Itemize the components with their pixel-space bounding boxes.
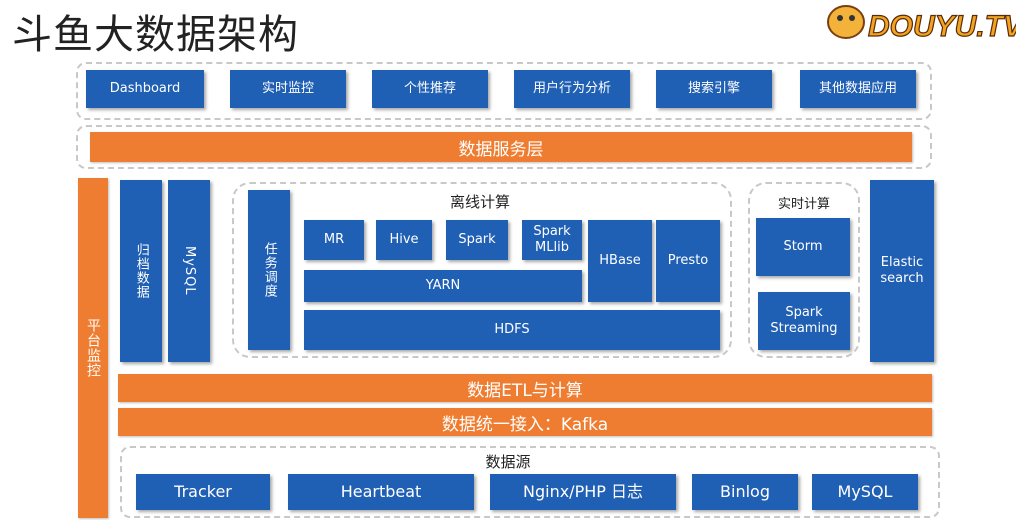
mr-box[interactable]: MR [304,220,364,260]
realtime-compute-frame [748,182,860,358]
offline-compute-title: 离线计算 [449,192,510,211]
source-heartbeat[interactable]: Heartbeat [288,474,474,510]
realtime-compute-title: 实时计算 [777,196,830,212]
app-realtime-monitor[interactable]: 实时监控 [230,70,346,108]
kafka-ingest-bar[interactable]: 数据统一接入：Kafka [118,408,932,436]
yarn-box[interactable]: YARN [304,270,582,302]
elastic-search-box[interactable]: Elastic search [870,180,934,362]
hive-box[interactable]: Hive [376,220,432,260]
data-sources-frame [120,446,940,518]
app-personal-recommend[interactable]: 个性推荐 [372,70,488,108]
data-sources-title: 数据源 [485,452,531,471]
douyu-logo: DOUYU.TV [827,5,1016,44]
archive-data[interactable]: 归档数据 [120,180,162,362]
logo-text: DOUYU.TV [868,10,1016,43]
service-layer-frame [76,125,932,169]
source-mysql[interactable]: MySQL [812,474,918,510]
offline-compute-frame [232,182,732,358]
app-user-behavior[interactable]: 用户行为分析 [514,70,630,108]
application-layer [76,62,932,120]
service-layer-bar[interactable]: 数据服务层 [90,132,912,162]
etl-compute-bar[interactable]: 数据ETL与计算 [118,374,932,402]
app-dashboard[interactable]: Dashboard [86,70,204,108]
source-nginx-php-log[interactable]: Nginx/PHP 日志 [490,474,676,510]
app-other-data[interactable]: 其他数据应用 [800,70,916,108]
task-scheduler[interactable]: 任务调度 [248,190,290,350]
hbase-box[interactable]: HBase [588,220,652,302]
spark-mllib-box[interactable]: Spark MLlib [522,220,582,260]
mysql-storage[interactable]: MySQL [168,180,210,362]
source-binlog[interactable]: Binlog [692,474,798,510]
spark-streaming-box[interactable]: Spark Streaming [758,292,850,350]
page-title: 斗鱼大数据架构 [12,12,299,58]
presto-box[interactable]: Presto [656,220,720,302]
source-tracker[interactable]: Tracker [136,474,270,510]
app-search-engine[interactable]: 搜索引擎 [656,70,772,108]
platform-monitor-bar[interactable]: 平台监控 [78,178,108,518]
spark-box[interactable]: Spark [446,220,508,260]
hdfs-box[interactable]: HDFS [304,310,720,350]
storm-box[interactable]: Storm [756,218,850,276]
